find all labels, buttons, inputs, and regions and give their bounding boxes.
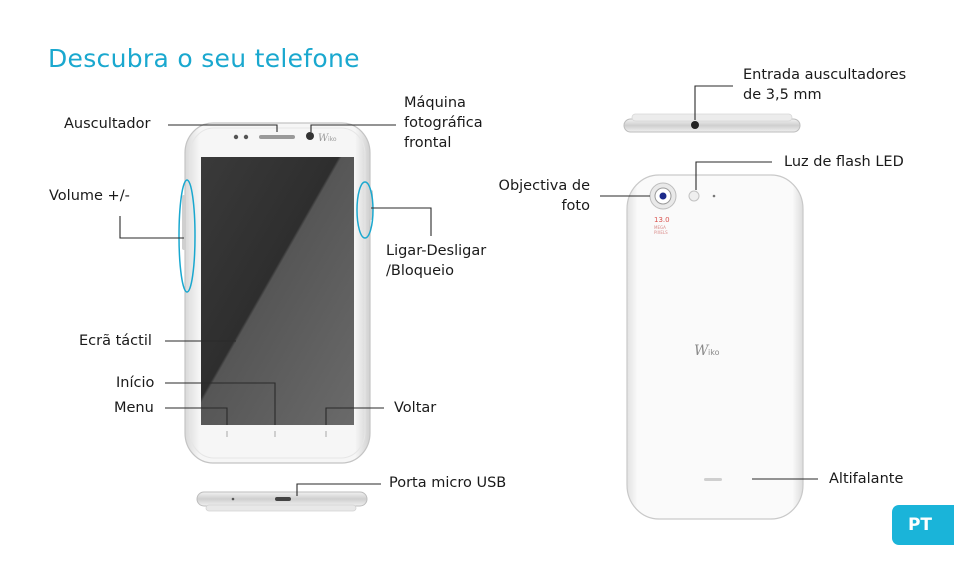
svg-text:13.0: 13.0 [654, 216, 670, 224]
front-screen [201, 157, 354, 425]
earpiece-grille [259, 135, 295, 139]
label-volume: Volume +/- [49, 188, 130, 204]
label-rear-camera: Objectiva de foto [498, 178, 590, 214]
flash-led [688, 190, 700, 202]
phone-back: 13.0 MEGA PIXELS W iko [626, 174, 804, 520]
label-home: Início [116, 375, 155, 391]
label-menu: Menu [114, 400, 154, 416]
volume-key [182, 195, 186, 250]
back-body [626, 174, 804, 520]
phone-bottom-edge [196, 491, 368, 512]
label-power: Ligar-Desligar /Bloqueio [386, 243, 487, 279]
front-camera-lens [306, 132, 314, 140]
phone-top-edge [623, 113, 801, 133]
label-back: Voltar [394, 400, 437, 416]
label-speaker: Altifalante [829, 471, 904, 487]
svg-text:W: W [694, 343, 710, 359]
svg-text:iko: iko [328, 136, 337, 143]
headphone-jack [691, 121, 699, 129]
label-headphone-jack: Entrada auscultadores de 3,5 mm [743, 67, 907, 103]
svg-text:PIXELS: PIXELS [654, 230, 668, 235]
usb-port [275, 497, 291, 501]
label-flash: Luz de flash LED [784, 154, 904, 170]
leader-lines [119, 85, 818, 496]
speaker-grille [704, 478, 722, 481]
language-badge: PT [892, 505, 954, 545]
phone-front: W iko [182, 122, 373, 464]
label-touchscreen: Ecrã táctil [79, 333, 152, 349]
label-front-camera: Máquina fotográfica frontal [404, 95, 483, 151]
power-highlight [356, 181, 374, 239]
svg-text:W: W [318, 133, 329, 144]
svg-text:iko: iko [708, 348, 720, 357]
label-micro-usb: Porta micro USB [389, 475, 507, 491]
page-title: Descubra o seu telefone [48, 44, 360, 73]
volume-highlight [178, 179, 196, 293]
label-earpiece: Auscultador [64, 116, 151, 132]
svg-text:MEGA: MEGA [654, 225, 666, 230]
